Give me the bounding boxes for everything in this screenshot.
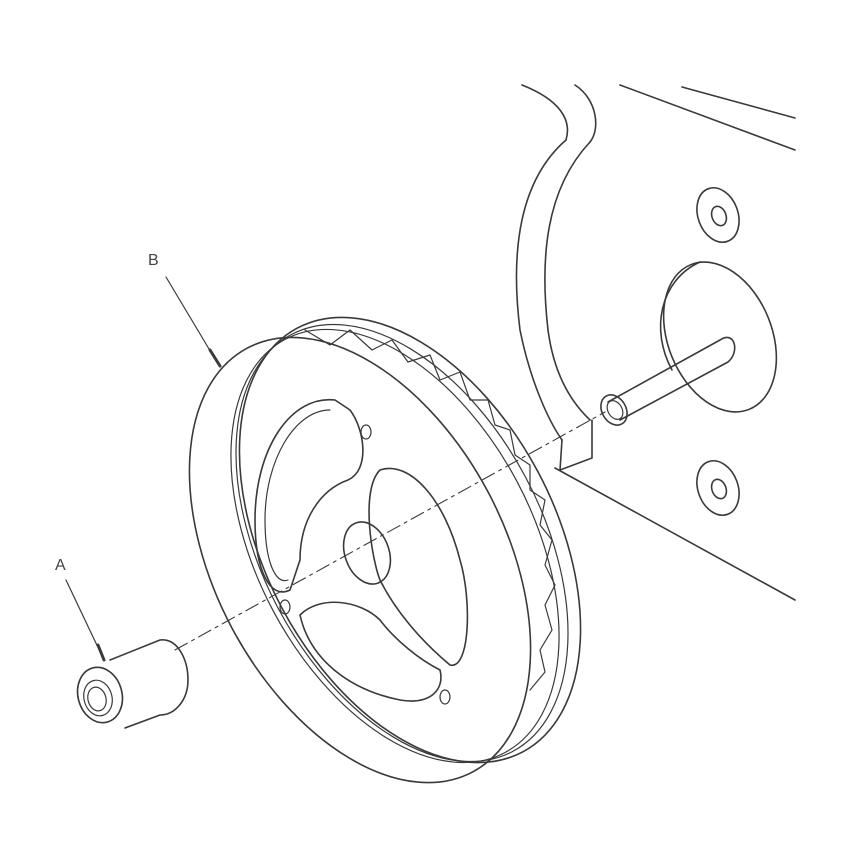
label-a: A [55,557,66,574]
pulley [188,316,582,784]
leader-lines [65,276,222,662]
centerline [174,411,606,651]
label-b: B [148,252,159,269]
bolt [76,639,189,729]
engine-housing [515,84,796,601]
